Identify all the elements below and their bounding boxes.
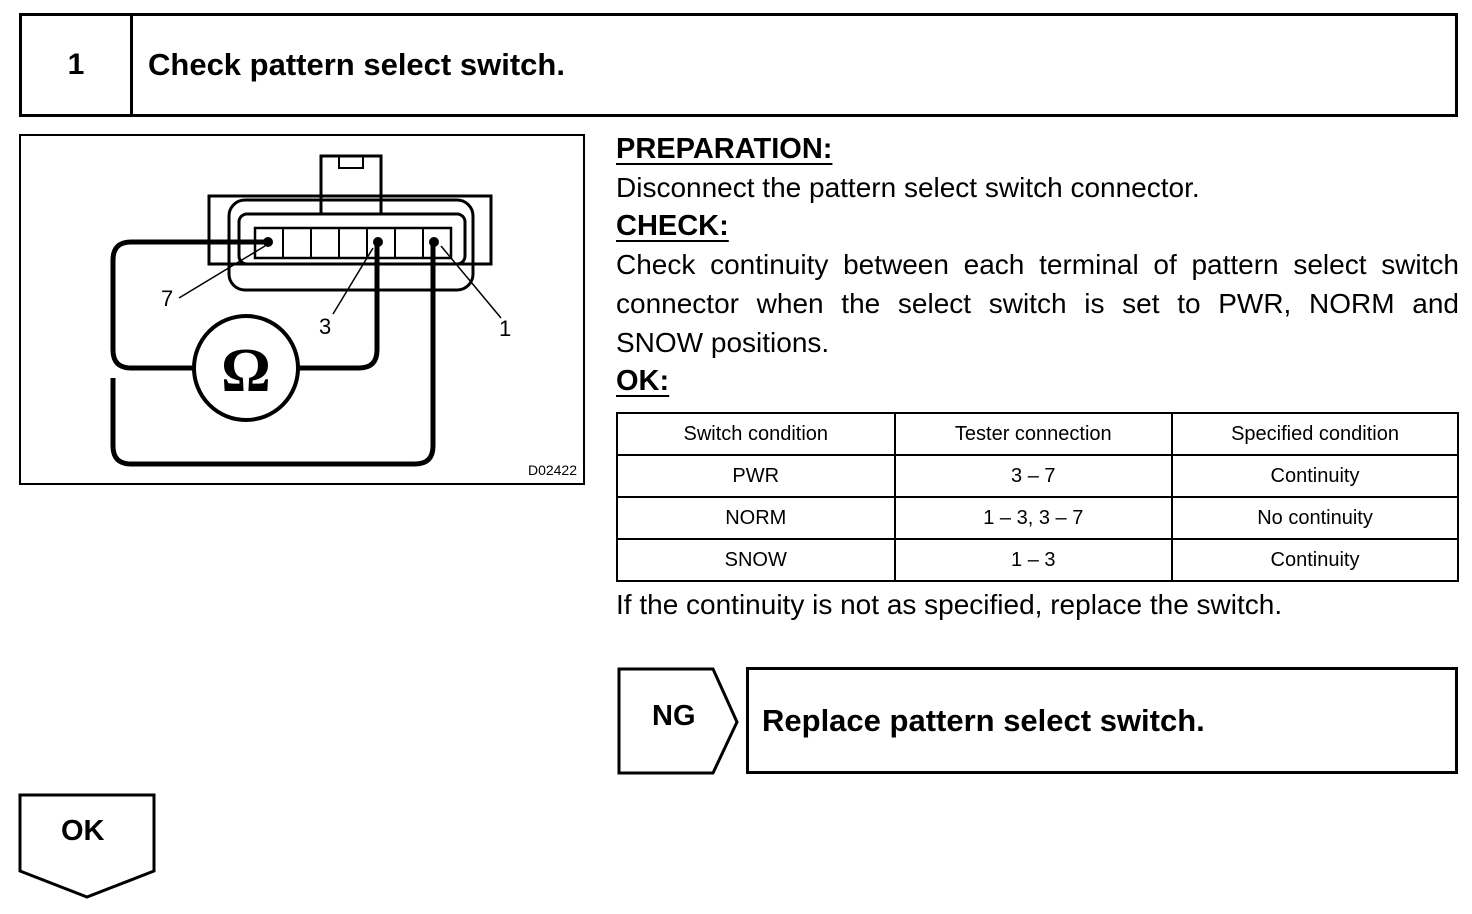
table-row: SNOW 1 – 3 Continuity [616, 538, 1459, 582]
ok-label: OK [61, 815, 105, 847]
preparation-heading: PREPARATION: [616, 133, 833, 165]
header-specified-condition: Specified condition [1171, 412, 1459, 456]
wire-terminal-3 [299, 242, 380, 371]
ng-label: NG [652, 700, 696, 732]
ng-action-box: Replace pattern select switch. [746, 667, 1458, 774]
connector-diagram: Ω 7 3 1 D02422 [19, 134, 585, 485]
cell-switch-condition: SNOW [616, 538, 896, 582]
latch-window [338, 155, 364, 169]
ok-arrow-tab [18, 793, 156, 899]
terminal-7-pin [263, 237, 273, 247]
terminal-7-label: 7 [161, 286, 173, 311]
connector-housing [227, 198, 475, 292]
table-header-row: Switch condition Tester connection Speci… [616, 412, 1459, 456]
check-line-1: Check continuity between each terminal o… [616, 249, 1459, 280]
ok-heading: OK: [616, 365, 670, 397]
terminal-row [253, 226, 453, 260]
terminal-1-pin [429, 237, 439, 247]
header-switch-condition: Switch condition [616, 412, 896, 456]
spec-table: Switch condition Tester connection Speci… [616, 412, 1459, 582]
terminal-3-pin [373, 237, 383, 247]
check-heading: CHECK: [616, 210, 729, 242]
connector-inner [237, 212, 467, 266]
ohm-symbol: Ω [221, 337, 271, 405]
cell-specified-condition: Continuity [1171, 454, 1459, 498]
terminal-3-label: 3 [319, 314, 331, 339]
cell-switch-condition: NORM [616, 496, 896, 540]
replace-note: If the continuity is not as specified, r… [616, 589, 1283, 620]
ng-arrow-tab [617, 667, 739, 775]
ohmmeter [192, 314, 300, 422]
cell-tester-connection: 3 – 7 [893, 454, 1174, 498]
connector-latch [319, 154, 383, 213]
step-header: 1 Check pattern select switch. [19, 13, 1458, 117]
check-line-2: connector when the select switch is set … [616, 288, 1459, 319]
table-row: NORM 1 – 3, 3 – 7 No continuity [616, 496, 1459, 540]
cell-specified-condition: Continuity [1171, 538, 1459, 582]
figure-code: D02422 [527, 462, 577, 478]
step-number: 1 [22, 16, 133, 114]
cell-specified-condition: No continuity [1171, 496, 1459, 540]
cell-switch-condition: PWR [616, 454, 896, 498]
instructions: PREPARATION: Disconnect the pattern sele… [616, 130, 1459, 400]
table-row: PWR 3 – 7 Continuity [616, 454, 1459, 498]
check-line-3: SNOW positions. [616, 327, 830, 358]
cell-tester-connection: 1 – 3 [893, 538, 1174, 582]
cell-tester-connection: 1 – 3, 3 – 7 [893, 496, 1174, 540]
terminal-1-label: 1 [499, 316, 511, 341]
wire-terminal-7 [110, 239, 266, 371]
wire-terminal-1 [110, 242, 436, 467]
step-title: Check pattern select switch. [148, 47, 565, 82]
connector-illustration: Ω 7 3 1 [110, 154, 511, 467]
header-tester-connection: Tester connection [893, 412, 1174, 456]
preparation-text: Disconnect the pattern select switch con… [616, 172, 1200, 203]
